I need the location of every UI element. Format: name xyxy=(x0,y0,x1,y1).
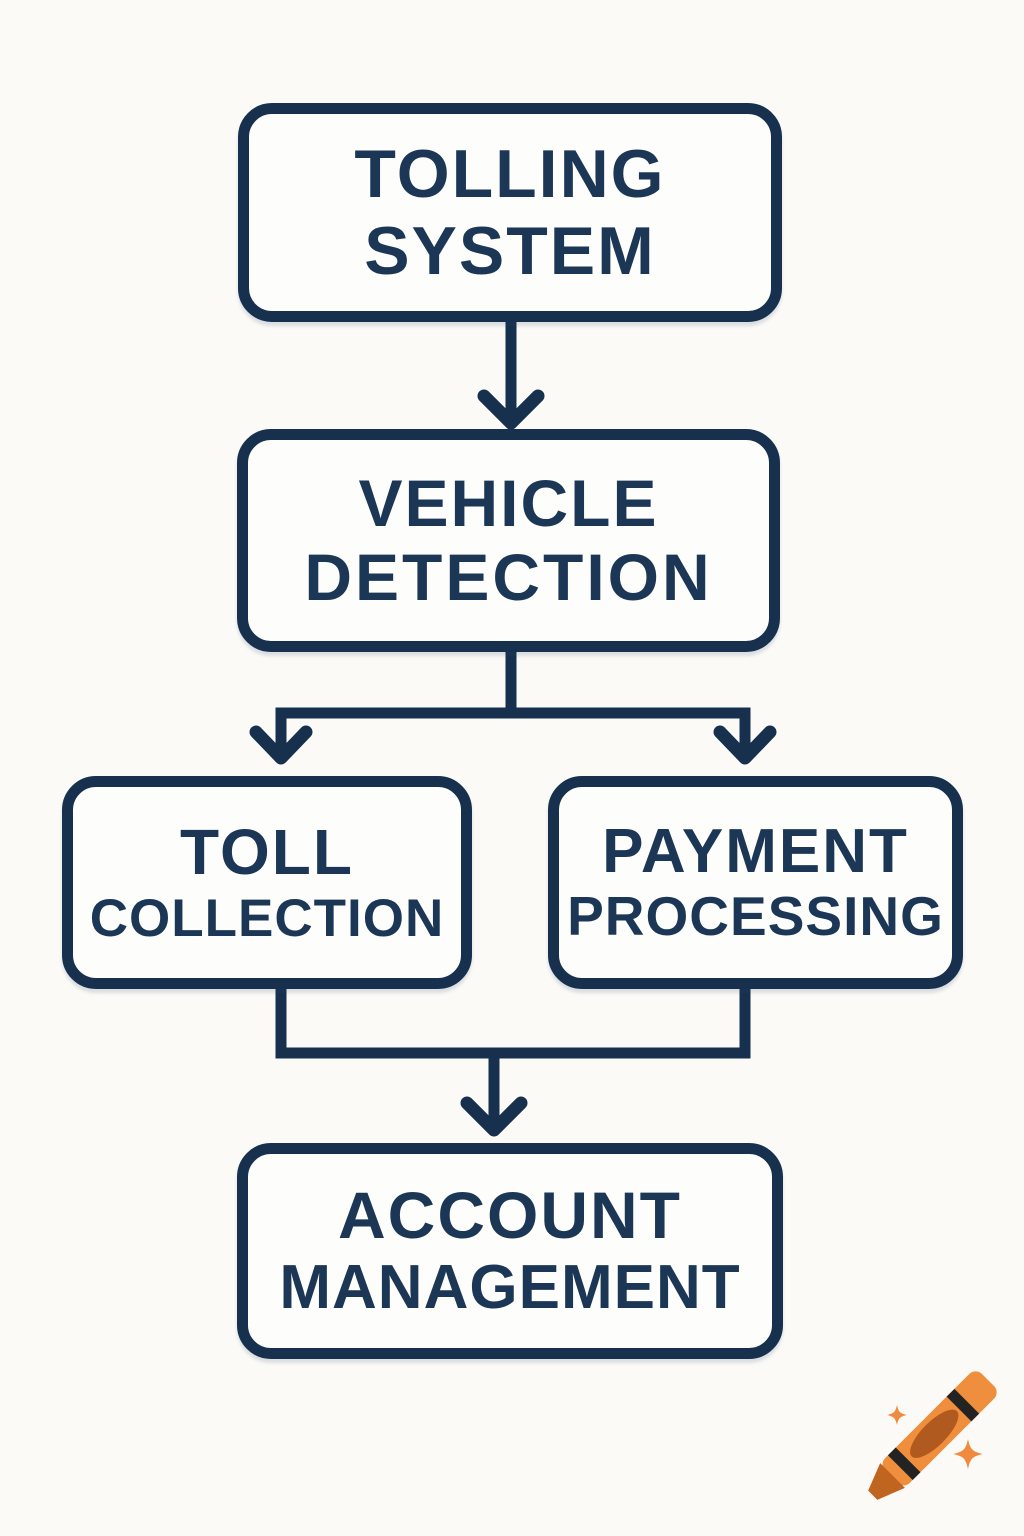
node-label: PAYMENT xyxy=(602,816,909,886)
crayon-body xyxy=(868,1371,997,1500)
node-label: DETECTION xyxy=(304,539,713,614)
sparkle-icon xyxy=(887,1405,907,1425)
node-label: TOLLING xyxy=(354,136,666,213)
edge-tolling-to-vehicle xyxy=(477,320,545,430)
node-label: MANAGEMENT xyxy=(279,1253,741,1323)
arrowhead-down-icon xyxy=(713,725,777,765)
node-account-management: ACCOUNT MANAGEMENT xyxy=(237,1143,783,1359)
arrowhead-down-icon xyxy=(249,725,313,765)
node-toll-collection: TOLL COLLECTION xyxy=(62,776,472,989)
node-tolling-system: TOLLING SYSTEM xyxy=(238,103,782,322)
node-label: COLLECTION xyxy=(89,888,445,948)
node-label: ACCOUNT xyxy=(338,1178,682,1253)
crayon-icon xyxy=(868,1371,997,1500)
edge-vehicle-split xyxy=(249,648,777,765)
sparkle-icon xyxy=(953,1439,983,1469)
node-label: TOLL xyxy=(180,815,354,888)
node-label: SYSTEM xyxy=(364,212,656,289)
arrowhead-down-icon xyxy=(460,1096,528,1137)
node-vehicle-detection: VEHICLE DETECTION xyxy=(237,429,780,652)
edge-merge-to-account xyxy=(275,985,751,1137)
node-payment-processing: PAYMENT PROCESSING xyxy=(548,776,963,989)
node-label: VEHICLE xyxy=(358,465,659,540)
node-label: PROCESSING xyxy=(567,885,944,948)
arrowhead-down-icon xyxy=(477,389,545,430)
